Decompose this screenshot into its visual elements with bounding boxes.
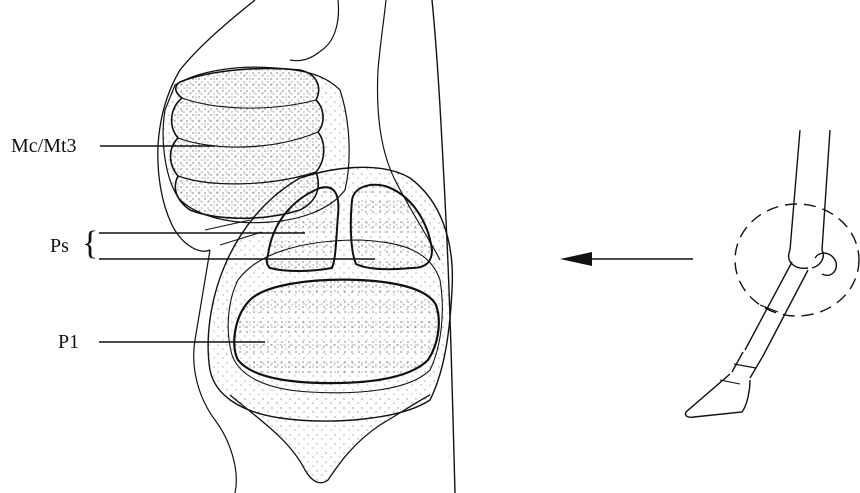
label-p1: P1: [58, 332, 79, 352]
direction-arrow: [560, 252, 693, 266]
label-ps: Ps: [50, 236, 69, 256]
ergot-tip: [230, 395, 430, 483]
p1-bone: [234, 280, 439, 383]
ps-brace: {: [82, 227, 98, 261]
label-mc-mt3: Mc/Mt3: [11, 136, 77, 156]
upper-fold: [290, 0, 338, 61]
spur-left: [205, 220, 250, 230]
leg-sketch: [685, 130, 859, 417]
